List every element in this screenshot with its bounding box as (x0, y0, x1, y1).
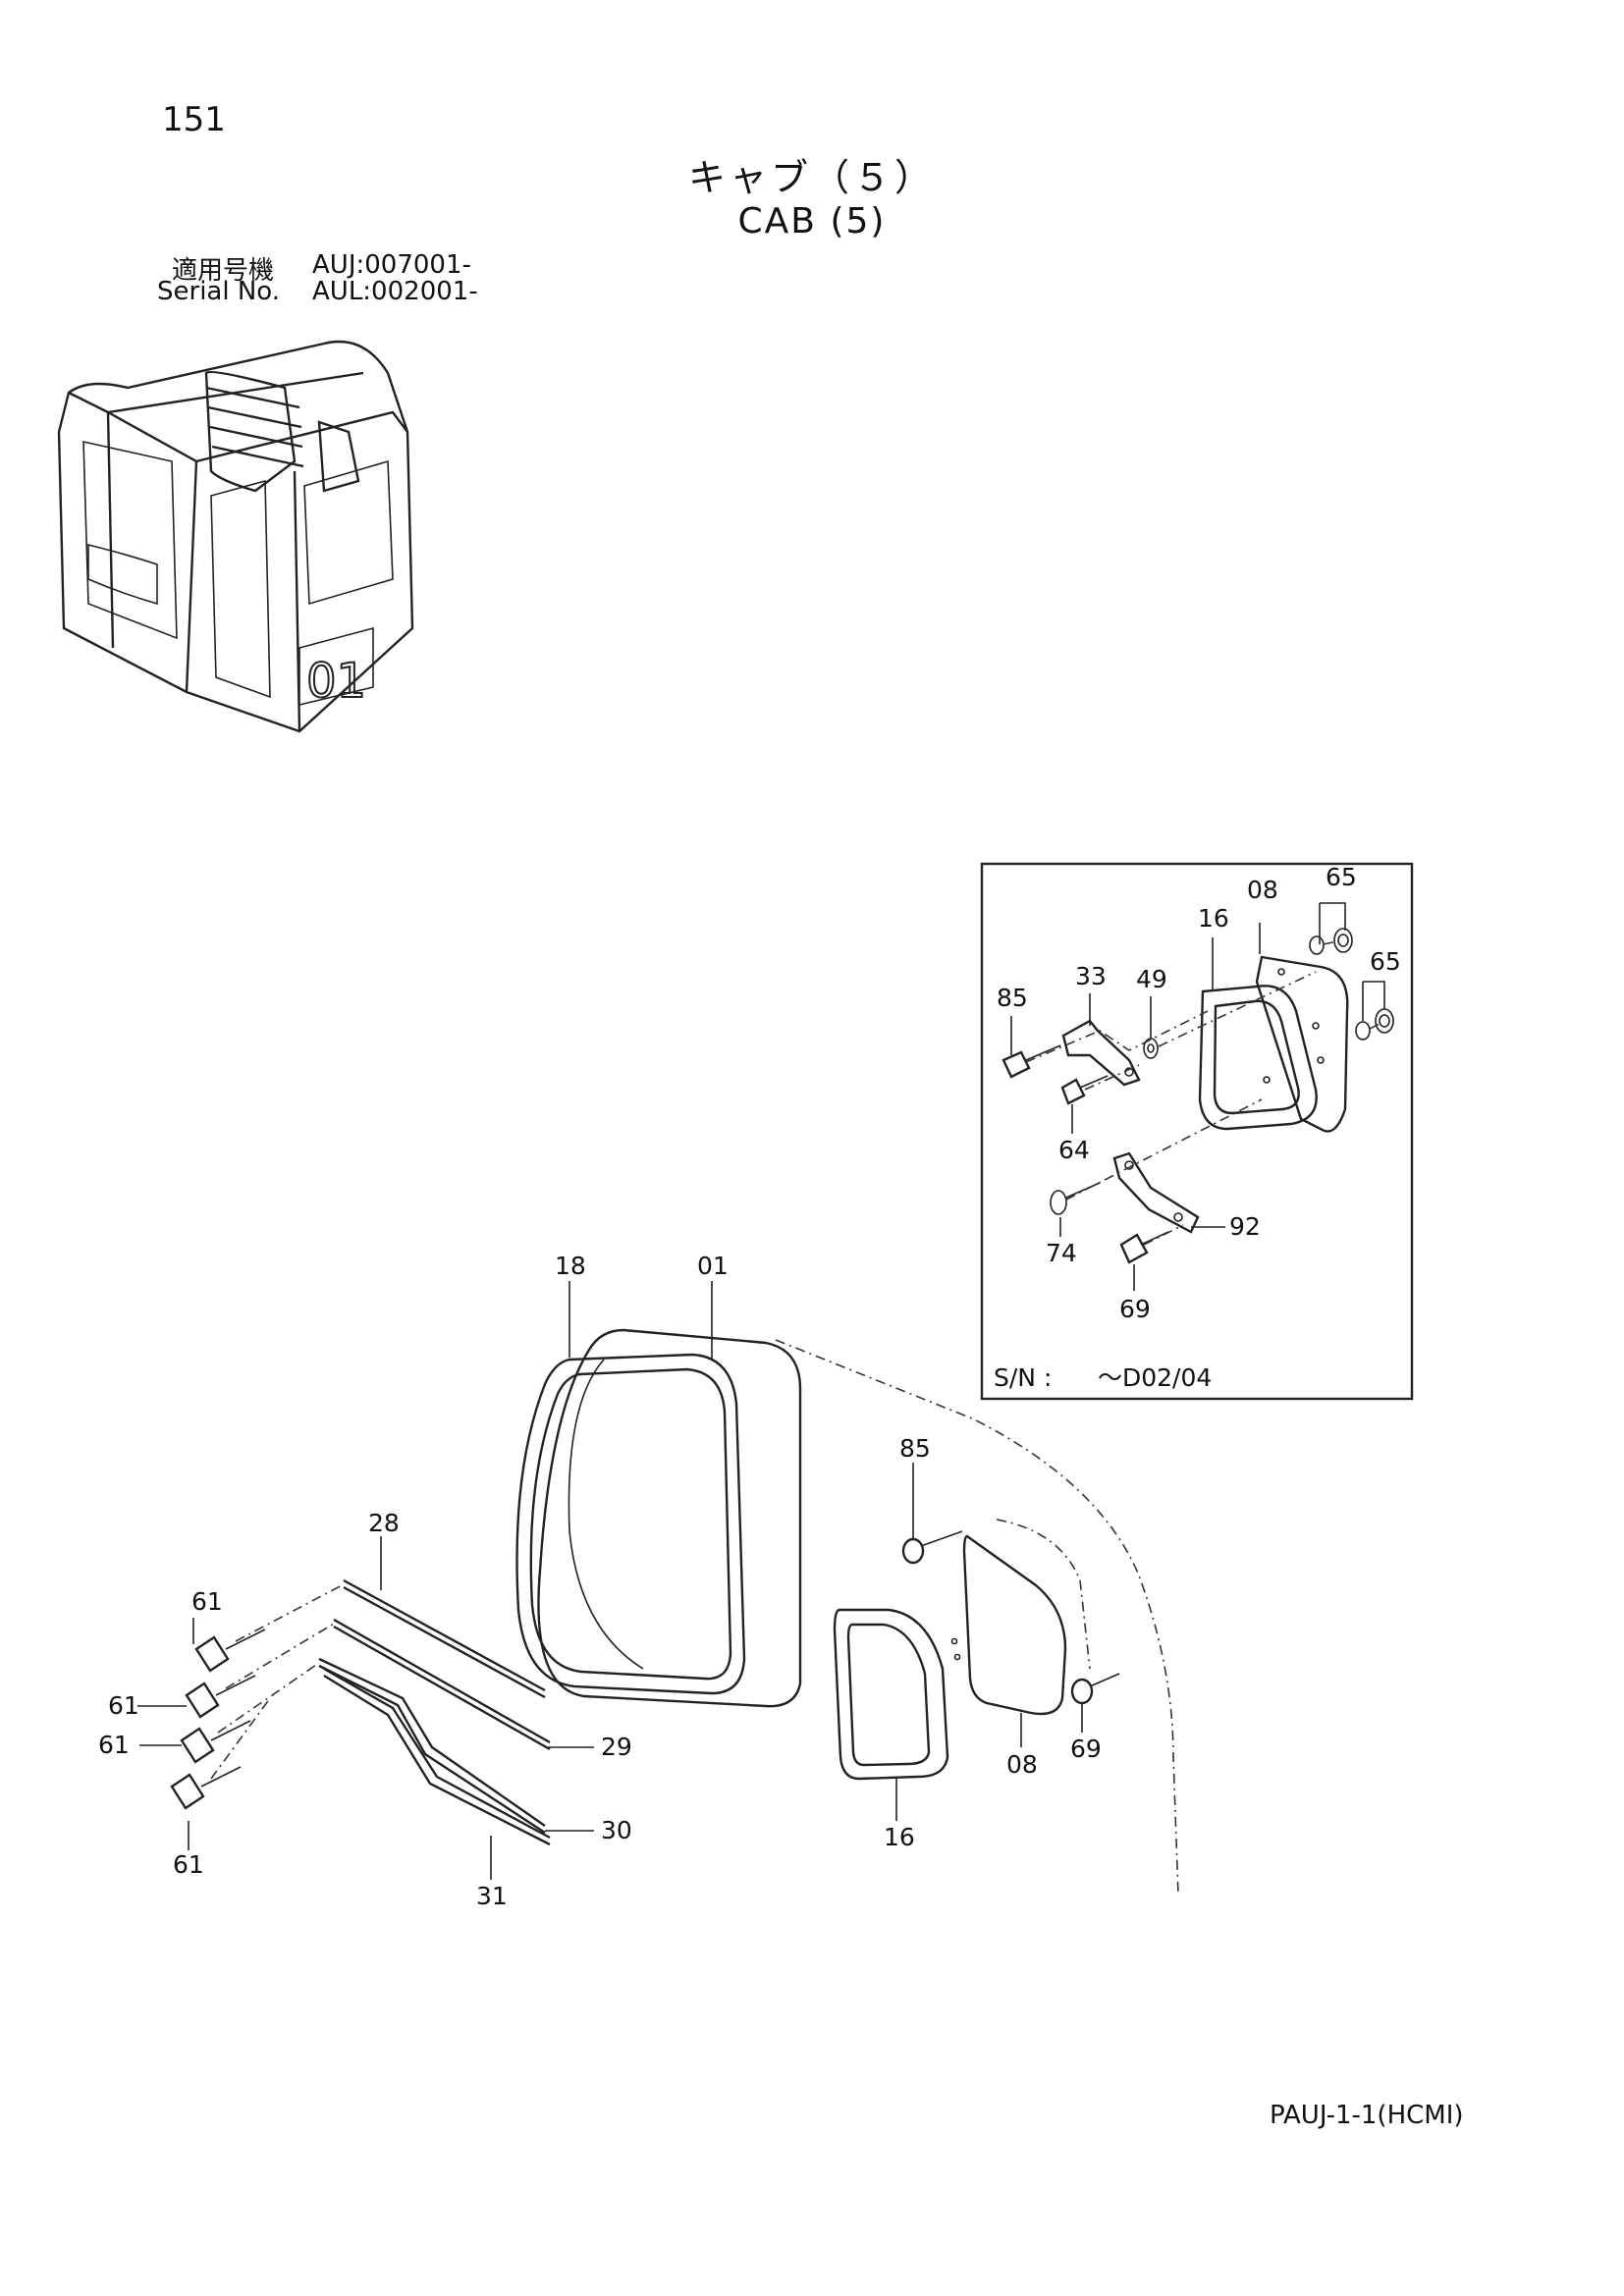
callout-01: 01 (697, 1252, 729, 1280)
callout-61-c: 61 (98, 1731, 130, 1759)
callout-64-inset: 64 (1058, 1136, 1090, 1164)
serial-note-range: ～D02/04 (1098, 1363, 1212, 1392)
callout-28: 28 (368, 1509, 400, 1537)
callout-65-inset-lower: 65 (1370, 947, 1401, 976)
callout-69-inset: 69 (1119, 1295, 1151, 1323)
callout-16-inset: 16 (1198, 904, 1229, 933)
callout-85: 85 (899, 1434, 931, 1463)
callout-92-inset: 92 (1229, 1212, 1261, 1241)
callout-30: 30 (601, 1816, 632, 1844)
serial-value-aulmodel: AUL:002001- (312, 277, 478, 306)
page-number: 151 (162, 100, 226, 139)
callout-31: 31 (476, 1882, 508, 1910)
footer-code: PAUJ-1-1(HCMI) (1270, 2101, 1464, 2130)
callout-18: 18 (555, 1252, 586, 1280)
bolt-61-group (170, 1629, 266, 1810)
page-title-jp: キャブ（５） (687, 156, 936, 199)
callout-16: 16 (884, 1823, 915, 1851)
callout-74-inset: 74 (1046, 1239, 1077, 1267)
callout-61-d: 61 (173, 1850, 204, 1879)
inset-detail (980, 862, 1414, 1401)
serial-label-en: Serial No. (157, 277, 280, 306)
callout-33-inset: 33 (1075, 962, 1107, 990)
callout-85-inset: 85 (997, 984, 1028, 1012)
page-title-en: CAB (5) (737, 201, 887, 241)
svg-text:01: 01 (306, 654, 366, 709)
serial-value-aujmodel: AUJ:007001- (312, 250, 471, 280)
cab-overview-drawing: 01 (57, 340, 414, 733)
callout-65-inset-upper: 65 (1326, 863, 1357, 891)
callout-61-b: 61 (108, 1691, 139, 1720)
inset-callouts: 08 65 16 65 85 33 49 64 92 74 69 S/N : ～… (994, 863, 1401, 1392)
callout-08: 08 (1006, 1750, 1038, 1779)
callout-49-inset: 49 (1136, 965, 1167, 993)
serial-label-jp: 適用号機 (172, 256, 275, 286)
callout-69: 69 (1070, 1735, 1102, 1763)
callout-29: 29 (601, 1733, 632, 1761)
callout-61-a: 61 (191, 1587, 223, 1616)
serial-note-label: S/N : (994, 1363, 1052, 1392)
callout-08-inset: 08 (1247, 876, 1278, 904)
main-callouts: 18 01 28 61 61 61 61 29 30 31 85 69 08 1… (98, 1252, 1102, 1910)
main-exploded-view (137, 1281, 1179, 1896)
